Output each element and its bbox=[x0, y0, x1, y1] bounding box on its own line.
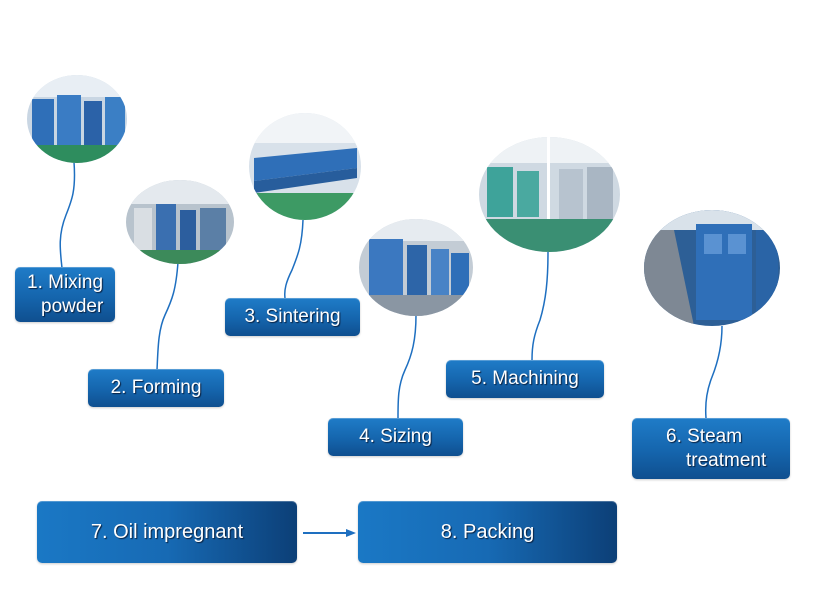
step-1-label-line1: 1. Mixing bbox=[27, 271, 104, 293]
step-6-label-line1: 6. Steam bbox=[666, 425, 743, 447]
step-4-label: 4. Sizing bbox=[359, 426, 432, 447]
step-7-box: 7. Oil impregnant bbox=[37, 501, 297, 563]
flow-arrow bbox=[303, 529, 356, 537]
step-8-box: 8. Packing bbox=[358, 501, 617, 563]
step-3-label: 3. Sintering bbox=[244, 306, 341, 327]
photo-sizing bbox=[359, 219, 473, 316]
step-1-label-line2: powder bbox=[41, 295, 104, 317]
connector-2 bbox=[156, 261, 179, 371]
step-8-label: 8. Packing bbox=[440, 521, 535, 543]
step-4-box: 4. Sizing bbox=[328, 418, 463, 456]
connector-6 bbox=[704, 325, 723, 419]
photo-machining bbox=[479, 137, 620, 252]
step-2-label: 2. Forming bbox=[110, 377, 202, 398]
photo-steam-treatment bbox=[644, 210, 780, 326]
step-2-box: 2. Forming bbox=[88, 369, 224, 407]
photo-mixing-powder bbox=[27, 75, 127, 163]
step-5-label: 5. Machining bbox=[471, 368, 579, 389]
connector-3 bbox=[284, 219, 304, 299]
step-7-label: 7. Oil impregnant bbox=[90, 521, 244, 543]
connector-5 bbox=[531, 251, 549, 361]
step-6-box: 6. Steam treatment bbox=[632, 418, 790, 479]
photo-forming bbox=[126, 180, 234, 264]
step-3-box: 3. Sintering bbox=[225, 298, 360, 336]
photo-sintering bbox=[249, 113, 361, 220]
step-6-label-line2: treatment bbox=[686, 449, 767, 471]
step-1-box: 1. Mixing powder bbox=[15, 267, 115, 322]
connector-1 bbox=[59, 161, 76, 269]
step-5-box: 5. Machining bbox=[446, 360, 604, 398]
connector-4 bbox=[397, 314, 417, 419]
